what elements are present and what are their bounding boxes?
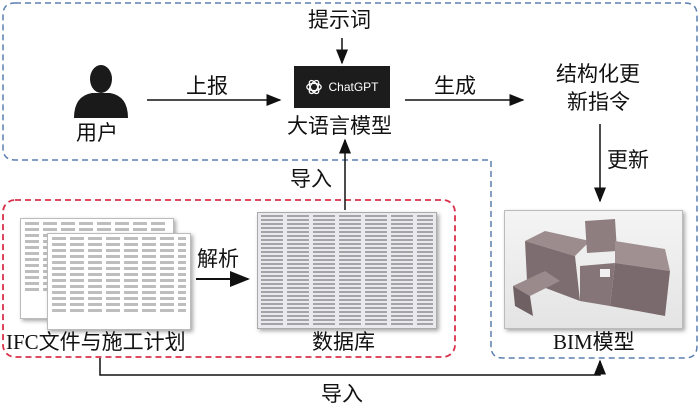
ifc-plan-label: IFC文件与施工计划 [6, 330, 186, 354]
bim-model-render [504, 210, 683, 329]
report-label: 上报 [186, 74, 228, 98]
construction-plan-document [47, 233, 191, 330]
user-label: 用户 [76, 121, 118, 145]
building-icon [513, 219, 670, 316]
bim-model-label: BIM模型 [553, 330, 635, 354]
update-label: 更新 [607, 148, 649, 172]
chatgpt-text: ChatGPT [328, 80, 379, 94]
red-dashed-region [2, 199, 456, 358]
user-icon [74, 65, 128, 118]
database-table [257, 212, 437, 329]
blue-dashed-region [2, 2, 698, 359]
import-bottom-arrow [99, 358, 606, 376]
import-bottom-label: 导入 [321, 382, 363, 406]
database-label: 数据库 [312, 330, 375, 354]
prompt-label: 提示词 [308, 8, 371, 32]
chatgpt-logo: ChatGPT [294, 66, 390, 108]
parse-label: 解析 [197, 247, 239, 271]
structured-instruction-line1: 结构化更 [556, 62, 640, 86]
generate-label: 生成 [434, 74, 476, 98]
structured-instruction-line2: 新指令 [567, 90, 630, 114]
openai-icon [306, 79, 323, 95]
import-top-label: 导入 [290, 167, 332, 191]
llm-label: 大语言模型 [287, 114, 392, 138]
